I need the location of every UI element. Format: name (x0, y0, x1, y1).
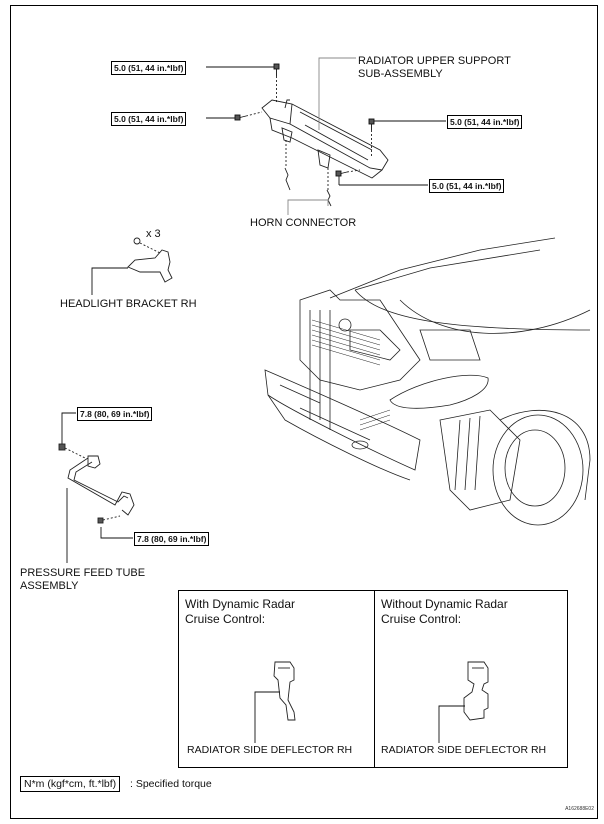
label-line: PRESSURE FEED TUBE (20, 567, 146, 579)
headlight-bracket-label: HEADLIGHT BRACKET RH (60, 298, 197, 310)
leader-lines (61, 57, 446, 563)
diagram-frame (10, 5, 598, 819)
torque-callout-upper-top: 5.0 (51, 44 in.*lbf) (111, 61, 187, 75)
figure-id: A162688E02 (565, 806, 594, 812)
horn-wire-right (326, 189, 332, 207)
radiator-upper-support-drawing (261, 99, 389, 179)
torque-callout-tube-top: 7.8 (80, 69 in.*lbf) (77, 407, 153, 421)
vehicle-front-drawing (264, 237, 591, 526)
panel-title-line: Cruise Control: (185, 612, 266, 626)
torque-callout-upper-left: 5.0 (51, 44 in.*lbf) (111, 112, 187, 126)
panel-title-line: With Dynamic Radar (185, 597, 296, 611)
radiator-upper-support-label: RADIATOR UPPER SUPPORT SUB-ASSEMBLY (358, 55, 511, 81)
panel-title: With Dynamic Radar Cruise Control: (185, 597, 295, 627)
label-line: SUB-ASSEMBLY (358, 68, 443, 80)
panel-title-line: Cruise Control: (381, 612, 462, 626)
torque-unit-legend-box: N*m (kgf*cm, ft.*lbf) (20, 776, 121, 792)
quantity-label: x 3 (146, 228, 161, 240)
deflector-with-radar-drawing (254, 661, 296, 743)
torque-callout-upper-lower-right: 5.0 (51, 44 in.*lbf) (429, 179, 505, 193)
bolt-paths (245, 76, 372, 190)
horn-connector-label: HORN CONNECTOR (250, 217, 357, 229)
panel-title-line: Without Dynamic Radar (381, 597, 508, 611)
torque-callout-upper-right: 5.0 (51, 44 in.*lbf) (447, 115, 523, 129)
deflector-without-radar-drawing (438, 661, 489, 743)
panel-title: Without Dynamic Radar Cruise Control: (381, 597, 508, 627)
deflector-label: RADIATOR SIDE DEFLECTOR RH (187, 744, 353, 756)
label-line: RADIATOR UPPER SUPPORT (358, 55, 511, 67)
panel-with-radar-cruise: With Dynamic Radar Cruise Control: RADIA… (178, 590, 375, 768)
pressure-feed-tube-label: PRESSURE FEED TUBE ASSEMBLY (20, 567, 145, 593)
torque-legend-description: : Specified torque (130, 778, 212, 790)
deflector-label: RADIATOR SIDE DEFLECTOR RH (381, 744, 547, 756)
pressure-feed-tube-drawing (58, 443, 135, 524)
horn-wire-left (284, 167, 291, 191)
label-line: ASSEMBLY (20, 580, 79, 592)
panel-without-radar-cruise: Without Dynamic Radar Cruise Control: RA… (374, 590, 568, 768)
bolt-icons (234, 63, 375, 177)
torque-callout-tube-bottom: 7.8 (80, 69 in.*lbf) (134, 532, 210, 546)
headlight-bracket-drawing (127, 237, 173, 283)
